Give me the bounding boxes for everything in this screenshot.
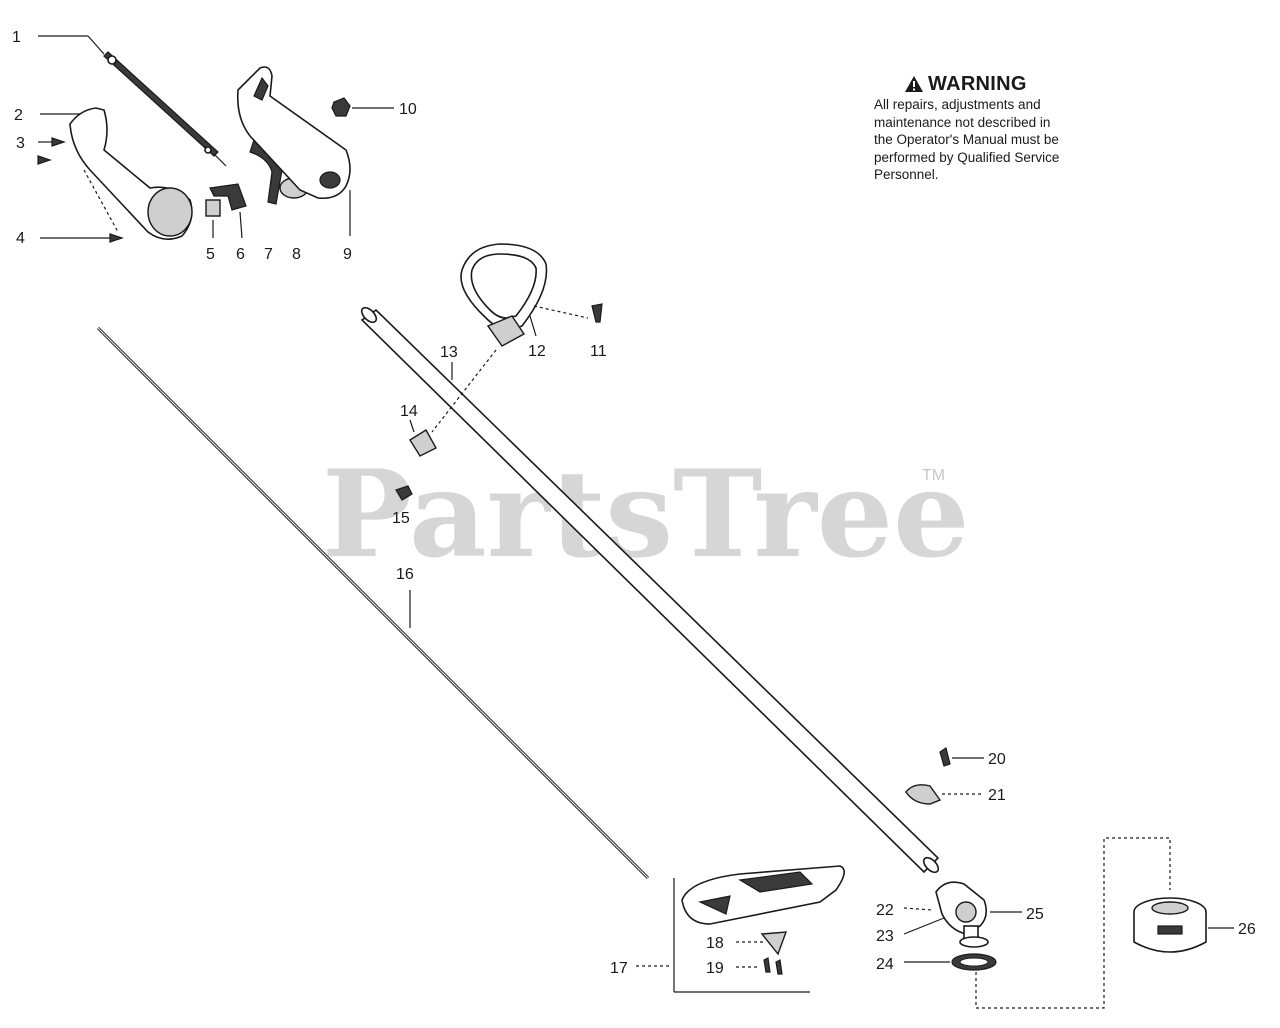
callout-17: 17 bbox=[610, 960, 628, 977]
callout-4: 4 bbox=[16, 230, 25, 247]
warning-triangle-icon bbox=[905, 76, 923, 92]
connector-line bbox=[975, 837, 1171, 1009]
callout-19: 19 bbox=[706, 960, 724, 977]
warning-line: the Operator's Manual must be bbox=[874, 132, 1059, 147]
warning-title-row: WARNING bbox=[874, 72, 1124, 96]
part-24-washer[interactable] bbox=[904, 953, 997, 971]
part-6-lockout-lever[interactable] bbox=[209, 183, 247, 239]
warning-body: All repairs, adjustments and maintenance… bbox=[874, 96, 1124, 184]
part-19-screws[interactable] bbox=[736, 957, 783, 975]
callout-20: 20 bbox=[988, 751, 1006, 768]
warning-line: maintenance not described in bbox=[874, 114, 1051, 130]
watermark-text: PartsTree bbox=[322, 444, 969, 585]
part-12-j-handle[interactable] bbox=[431, 243, 548, 433]
callout-11: 11 bbox=[590, 343, 607, 360]
part-1-throttle-cable[interactable] bbox=[38, 35, 227, 167]
callout-3: 3 bbox=[16, 135, 25, 152]
part-16-drive-shaft[interactable] bbox=[96, 326, 650, 880]
callout-5: 5 bbox=[206, 246, 215, 263]
part-15-nut[interactable] bbox=[395, 485, 413, 501]
callout-16: 16 bbox=[396, 566, 414, 583]
callout-21: 21 bbox=[988, 787, 1006, 804]
warning-line: Personnel. bbox=[874, 167, 939, 182]
part-10-nut[interactable] bbox=[331, 97, 394, 117]
callout-24: 24 bbox=[876, 956, 894, 973]
part-20-screw[interactable] bbox=[939, 747, 984, 767]
part-11-bolt[interactable] bbox=[533, 303, 603, 323]
part-13-shaft-tube[interactable] bbox=[359, 305, 941, 875]
callout-22: 22 bbox=[876, 902, 894, 919]
callout-18: 18 bbox=[706, 935, 724, 952]
callout-23: 23 bbox=[876, 928, 894, 945]
callout-14: 14 bbox=[400, 403, 418, 420]
part-17-shield[interactable] bbox=[636, 865, 845, 993]
part-9-handle-housing[interactable] bbox=[236, 66, 351, 236]
callout-12: 12 bbox=[528, 343, 546, 360]
watermark-trademark: TM bbox=[922, 467, 945, 484]
part-21-clamp[interactable] bbox=[905, 784, 984, 805]
callout-6: 6 bbox=[236, 246, 245, 263]
part-18-blade[interactable] bbox=[736, 931, 788, 956]
callout-10: 10 bbox=[399, 101, 417, 118]
part-5-spring[interactable] bbox=[205, 199, 221, 238]
warning-title: WARNING bbox=[928, 73, 1027, 95]
part-22-screw[interactable] bbox=[903, 907, 933, 911]
part-26-trimmer-head[interactable] bbox=[1133, 897, 1234, 953]
warning-line: All repairs, adjustments and bbox=[874, 97, 1041, 112]
callout-2: 2 bbox=[14, 107, 23, 124]
part-2-handle-cover[interactable] bbox=[40, 107, 193, 240]
part-14-handle-bracket[interactable] bbox=[409, 419, 437, 457]
callout-7: 7 bbox=[264, 246, 273, 263]
warning-line: performed by Qualified Service bbox=[874, 149, 1060, 165]
part-3-screw[interactable] bbox=[37, 137, 66, 165]
callout-26: 26 bbox=[1238, 921, 1256, 938]
callout-25: 25 bbox=[1026, 906, 1044, 923]
part-25-gearhead[interactable] bbox=[935, 881, 1022, 948]
part-4-screw[interactable] bbox=[40, 169, 124, 243]
warning-notice: WARNING All repairs, adjustments and mai… bbox=[874, 72, 1124, 184]
callout-8: 8 bbox=[292, 246, 301, 263]
callout-15: 15 bbox=[392, 510, 410, 527]
part-23-bolt[interactable] bbox=[903, 917, 945, 935]
callout-9: 9 bbox=[343, 246, 352, 263]
callout-1: 1 bbox=[12, 29, 21, 46]
callout-13: 13 bbox=[440, 344, 458, 361]
